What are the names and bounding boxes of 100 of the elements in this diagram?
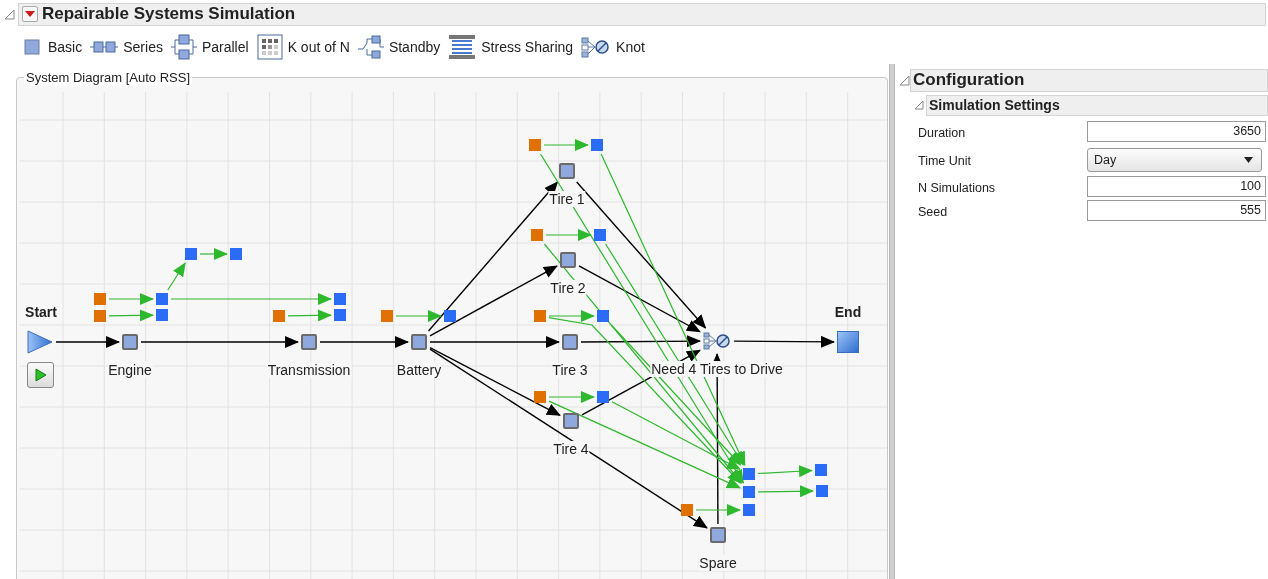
connector-arrow [757,465,813,478]
event-square [185,248,197,260]
tool-label: K out of N [287,37,350,57]
connector-arrow [548,310,595,322]
input-field: 100 [1087,176,1266,197]
node-label: Spare [698,555,738,571]
connector-arrow [170,293,332,305]
connector-arrow [319,336,409,348]
tool-label: Basic [48,37,83,57]
connector-arrow [610,324,742,466]
event-square [444,310,456,322]
connector-arrow [429,265,558,337]
event-square [156,309,168,321]
component-block [411,334,427,350]
component-block [562,334,578,350]
node-label: Battery [395,362,443,378]
event-square [273,310,285,322]
event-square [597,391,609,403]
connector-arrow [576,181,707,329]
input-field: 555 [1087,200,1266,221]
event-square [334,293,346,305]
event-square [743,468,755,480]
event-square [597,310,609,322]
event-square [591,139,603,151]
field-label: N Simulations [918,181,996,196]
connector-arrow [695,504,741,516]
connector-arrow [733,335,835,348]
node-label: End [833,304,863,320]
dropdown: Day [1087,148,1262,172]
field-label: Seed [918,205,948,220]
connector-arrow [427,181,559,332]
tool-label: Standby [388,37,441,57]
field-label: Time Unit [918,154,971,169]
connector-arrow [548,391,595,403]
connector-arrow [395,310,442,322]
component-block [301,334,317,350]
event-square [815,464,827,476]
node-label: Tire 2 [549,280,587,296]
section-title: Simulation Settings [929,97,1060,114]
tool-label: Parallel [201,37,249,57]
connector-arrow [600,153,746,466]
connector-arrow [55,336,120,348]
event-square [743,486,755,498]
start-node [27,330,53,354]
connector-arrow [140,336,299,348]
event-square [531,229,543,241]
end-node [837,331,859,353]
connector-arrow [429,336,560,348]
event-square [94,293,106,305]
connector-arrow [108,293,154,305]
component-block [563,413,579,429]
connector-arrow [543,139,589,151]
connector-arrow [539,153,745,484]
field-label: Duration [918,126,966,141]
component-block [710,527,726,543]
node-label: Tire 1 [548,191,586,207]
connector-arrow [757,485,814,498]
connector-arrow [578,265,701,333]
event-square [534,391,546,403]
connector-arrow [429,347,561,416]
node-label: Tire 3 [551,362,589,378]
connector-arrow [167,262,186,291]
node-label: Start [24,304,58,320]
connector-arrow [108,309,154,322]
section-title: Configuration [913,70,1025,90]
event-square [529,139,541,151]
panel-legend: System Diagram [Auto RSS] [24,70,192,86]
connector-arrow [580,335,701,348]
component-block [560,252,576,268]
panel-title: Repairable Systems Simulation [42,4,296,24]
connector-arrow [548,400,741,489]
connector-arrow [199,248,228,260]
tool-label: Knot [616,37,645,57]
tool-label: Stress Sharing [481,37,574,57]
connector-arrow [605,243,744,466]
node-label: Tire 4 [552,441,590,457]
node-label: Need 4 Tires to Drive [650,361,784,377]
connector-arrow [543,243,743,484]
connector-arrow [545,229,592,241]
event-square [334,309,346,321]
connector-arrow [429,348,708,529]
connector-arrow [611,401,741,470]
event-square [94,310,106,322]
tool-label: Series [123,37,163,57]
knot-node [703,331,731,351]
node-label: Engine [107,362,153,378]
event-square [816,485,828,497]
connector-arrow [287,309,332,322]
node-label: Transmission [266,362,352,378]
component-block [559,163,575,179]
event-square [681,504,693,516]
event-square [381,310,393,322]
event-square [156,293,168,305]
event-square [534,310,546,322]
connector-arrow [548,316,742,484]
event-square [594,229,606,241]
input-field: 3650 [1087,121,1266,142]
event-square [230,248,242,260]
component-block [122,334,138,350]
event-square [743,504,755,516]
